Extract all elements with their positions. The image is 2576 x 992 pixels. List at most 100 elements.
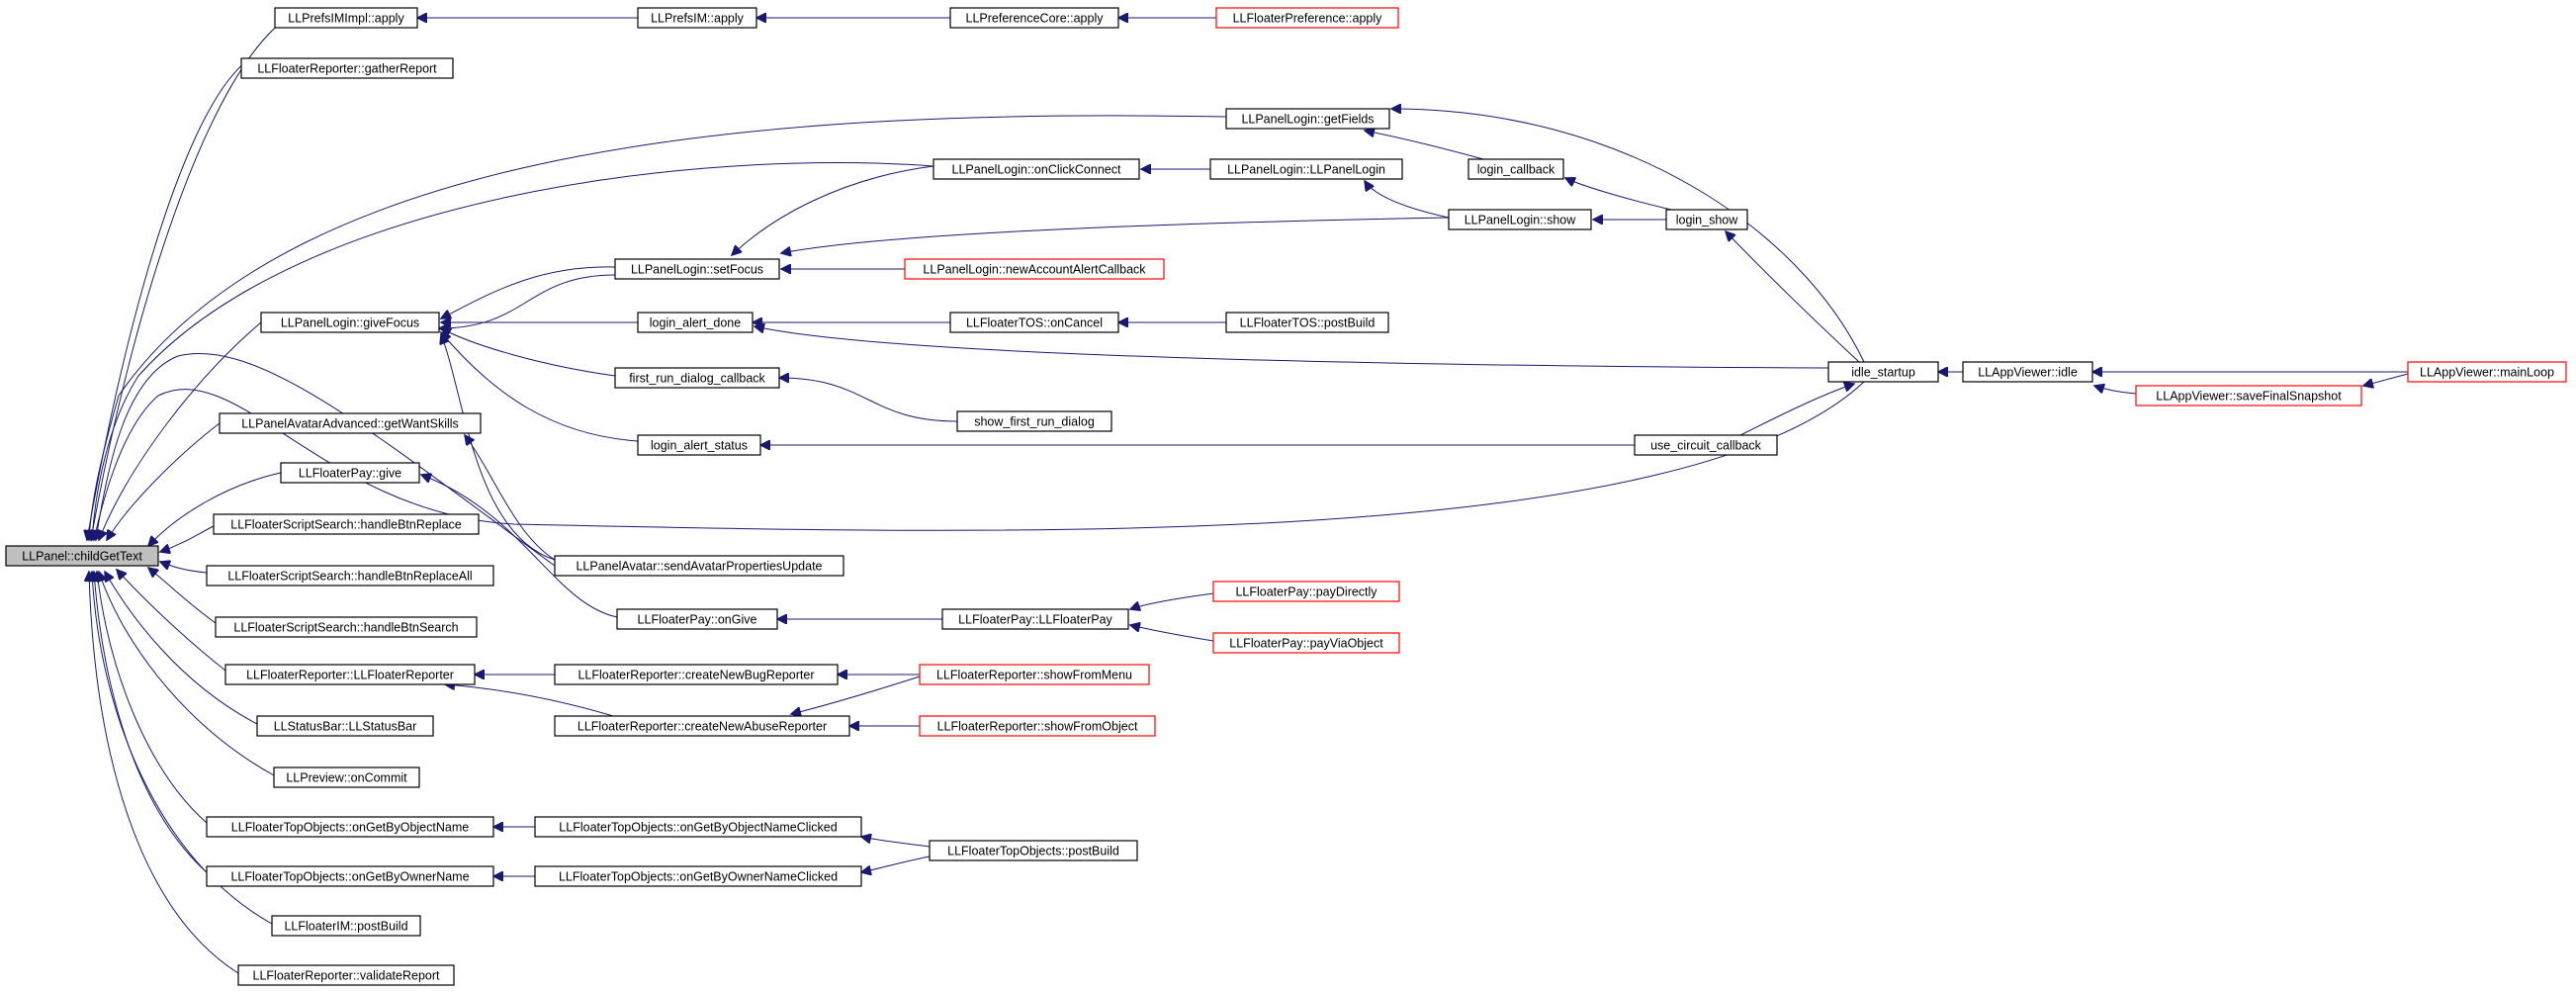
graph-node[interactable]: LLPanelLogin::LLPanelLogin — [1209, 158, 1403, 180]
graph-node[interactable]: LLAppViewer::idle — [1962, 361, 2093, 383]
node-box[interactable] — [534, 816, 862, 838]
node-box[interactable] — [260, 312, 440, 333]
node-box[interactable] — [206, 565, 494, 586]
node-box[interactable] — [1827, 361, 1939, 383]
graph-node[interactable]: LLFloaterReporter::LLFloaterReporter — [224, 664, 476, 685]
graph-node[interactable]: LLPanelAvatar::sendAvatarPropertiesUpdat… — [554, 555, 844, 577]
node-box[interactable] — [215, 616, 478, 638]
graph-node[interactable]: show_first_run_dialog — [956, 410, 1112, 432]
node-box[interactable] — [554, 715, 850, 737]
graph-node[interactable]: LLAppViewer::saveFinalSnapshot — [2135, 385, 2362, 406]
node-box-truncated[interactable] — [2135, 385, 2362, 406]
graph-node[interactable]: LLFloaterPay::payViaObject — [1212, 632, 1400, 654]
graph-node[interactable]: LLFloaterPay::LLFloaterPay — [941, 608, 1129, 630]
graph-node[interactable]: LLPanelLogin::setFocus — [614, 258, 780, 280]
graph-node[interactable]: LLPanelLogin::getFields — [1225, 108, 1390, 130]
graph-node[interactable]: LLPrefsIMImpl::apply — [274, 7, 418, 29]
node-box[interactable] — [237, 964, 455, 986]
graph-node[interactable]: LLFloaterReporter::createNewBugReporter — [554, 664, 839, 685]
node-box[interactable] — [949, 7, 1119, 29]
node-box[interactable] — [219, 412, 482, 434]
graph-node[interactable]: login_alert_status — [637, 434, 761, 456]
graph-node[interactable]: idle_startup — [1827, 361, 1939, 383]
node-box[interactable] — [637, 312, 754, 333]
graph-node[interactable]: login_callback — [1467, 158, 1564, 180]
node-box[interactable] — [534, 865, 862, 887]
node-box-truncated[interactable] — [919, 715, 1156, 737]
graph-node[interactable]: LLFloaterPreference::apply — [1215, 7, 1399, 29]
node-box[interactable] — [1225, 312, 1389, 333]
graph-node[interactable]: LLFloaterScriptSearch::handleBtnReplace — [213, 513, 480, 535]
graph-node[interactable]: LLPrefsIM::apply — [637, 7, 757, 29]
graph-node[interactable]: LLFloaterPay::give — [280, 462, 420, 484]
graph-node[interactable]: LLFloaterScriptSearch::handleBtnSearch — [215, 616, 478, 638]
graph-node[interactable]: LLPreview::onCommit — [273, 767, 420, 788]
node-box[interactable] — [949, 312, 1119, 333]
node-box[interactable] — [1665, 209, 1748, 230]
node-box[interactable] — [941, 608, 1129, 630]
node-box[interactable] — [554, 555, 844, 577]
graph-node[interactable]: LLFloaterReporter::createNewAbuseReporte… — [554, 715, 850, 737]
node-box[interactable] — [929, 840, 1138, 861]
graph-node[interactable]: LLFloaterTopObjects::onGetByObjectName — [206, 816, 494, 838]
node-box[interactable] — [956, 410, 1112, 432]
graph-node[interactable]: LLPanel::childGetText — [5, 545, 159, 567]
node-box[interactable] — [206, 816, 494, 838]
node-box[interactable] — [240, 57, 454, 79]
node-box[interactable] — [1448, 209, 1592, 230]
graph-node[interactable]: LLFloaterTOS::postBuild — [1225, 312, 1389, 333]
graph-node[interactable]: LLPanelLogin::newAccountAlertCallback — [904, 258, 1165, 280]
graph-node[interactable]: first_run_dialog_callback — [614, 367, 780, 389]
node-box[interactable] — [554, 664, 839, 685]
graph-node[interactable]: LLAppViewer::mainLoop — [2407, 361, 2567, 383]
node-box[interactable] — [280, 462, 420, 484]
node-box[interactable] — [273, 767, 420, 788]
node-box[interactable] — [1225, 108, 1390, 130]
node-box-truncated[interactable] — [919, 664, 1150, 685]
node-box[interactable] — [1634, 434, 1778, 456]
node-box[interactable] — [213, 513, 480, 535]
graph-node[interactable]: LLFloaterTopObjects::onGetByObjectNameCl… — [534, 816, 862, 838]
node-box[interactable] — [637, 434, 761, 456]
graph-node[interactable]: LLFloaterReporter::validateReport — [237, 964, 455, 986]
node-box[interactable] — [274, 7, 418, 29]
node-box[interactable] — [224, 664, 476, 685]
graph-node[interactable]: LLFloaterTopObjects::postBuild — [929, 840, 1138, 861]
node-box[interactable] — [1962, 361, 2093, 383]
graph-node[interactable]: LLPanelLogin::onClickConnect — [933, 158, 1140, 180]
graph-node[interactable]: LLFloaterScriptSearch::handleBtnReplaceA… — [206, 565, 494, 586]
graph-node[interactable]: LLFloaterTOS::onCancel — [949, 312, 1119, 333]
node-box[interactable] — [616, 608, 778, 630]
node-box[interactable] — [1209, 158, 1403, 180]
graph-node[interactable]: LLFloaterReporter::showFromMenu — [919, 664, 1150, 685]
graph-node[interactable]: LLPanelAvatarAdvanced::getWantSkills — [219, 412, 482, 434]
graph-node[interactable]: use_circuit_callback — [1634, 434, 1778, 456]
node-box-truncated[interactable] — [904, 258, 1165, 280]
node-box[interactable] — [256, 715, 434, 737]
graph-node[interactable]: LLFloaterPay::payDirectly — [1212, 581, 1400, 602]
node-box[interactable] — [271, 915, 421, 937]
node-box[interactable] — [1467, 158, 1564, 180]
node-box[interactable] — [933, 158, 1140, 180]
node-box-truncated[interactable] — [1212, 632, 1400, 654]
graph-node[interactable]: LLPanelLogin::show — [1448, 209, 1592, 230]
graph-node[interactable]: LLPreferenceCore::apply — [949, 7, 1119, 29]
graph-node[interactable]: login_show — [1665, 209, 1748, 230]
node-box-truncated[interactable] — [1212, 581, 1400, 602]
node-box[interactable] — [614, 367, 780, 389]
graph-node[interactable]: LLFloaterPay::onGive — [616, 608, 778, 630]
node-box-truncated[interactable] — [1215, 7, 1399, 29]
graph-node[interactable]: LLFloaterReporter::showFromObject — [919, 715, 1156, 737]
node-box-truncated[interactable] — [2407, 361, 2567, 383]
graph-node[interactable]: LLPanelLogin::giveFocus — [260, 312, 440, 333]
graph-node[interactable]: LLFloaterTopObjects::onGetByOwnerNameCli… — [534, 865, 862, 887]
graph-node[interactable]: LLFloaterTopObjects::onGetByOwnerName — [206, 865, 494, 887]
node-box[interactable] — [206, 865, 494, 887]
graph-node[interactable]: LLFloaterReporter::gatherReport — [240, 57, 454, 79]
node-box[interactable] — [637, 7, 757, 29]
graph-node[interactable]: LLFloaterIM::postBuild — [271, 915, 421, 937]
node-box[interactable] — [614, 258, 780, 280]
graph-node[interactable]: login_alert_done — [637, 312, 754, 333]
graph-node[interactable]: LLStatusBar::LLStatusBar — [256, 715, 434, 737]
root-node-box[interactable] — [5, 545, 159, 567]
